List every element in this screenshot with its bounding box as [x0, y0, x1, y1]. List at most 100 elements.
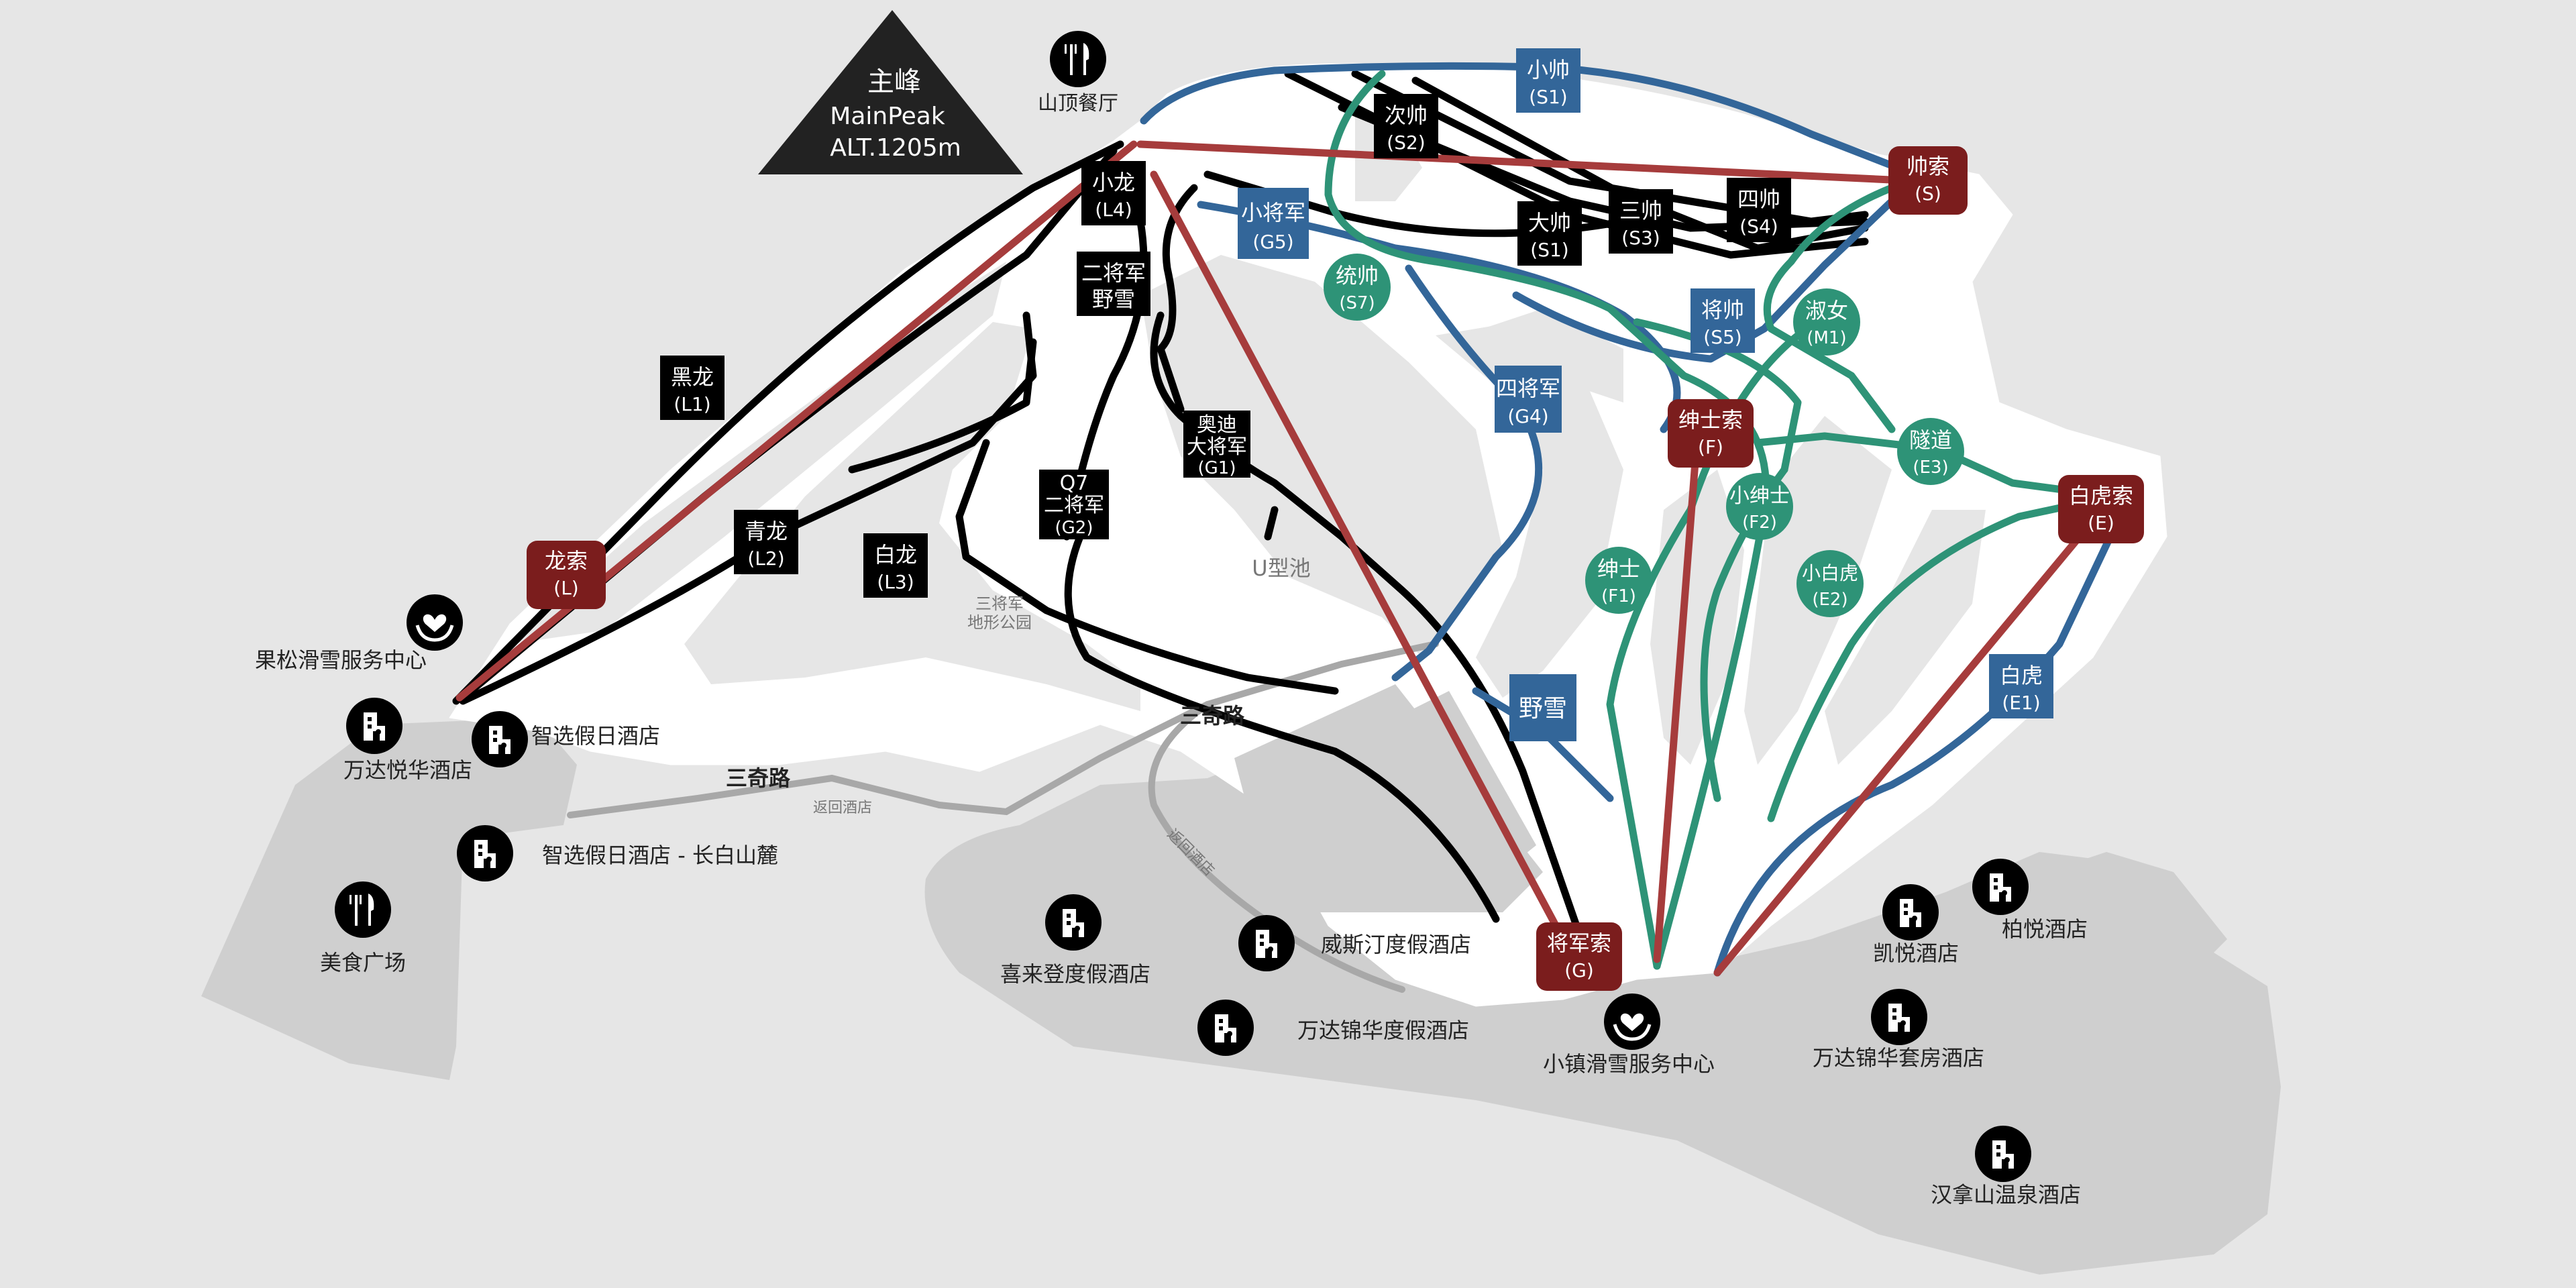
trail-label-aodi[interactable]: 奥迪 大将军 (G1) — [1183, 411, 1250, 478]
poi-hotel-wanda-yuehua[interactable]: 万达悦华酒店 — [343, 757, 472, 783]
svg-text:大帅: 大帅 — [1528, 210, 1571, 235]
svg-text:(S1): (S1) — [1529, 86, 1567, 108]
lift-label-long[interactable]: 龙索 (L) — [527, 541, 606, 609]
svg-text:(G1): (G1) — [1198, 458, 1236, 478]
trail-label-dashuai[interactable]: 大帅 (S1) — [1517, 201, 1582, 266]
lift-label-shuai[interactable]: 帅索 (S) — [1888, 146, 1968, 215]
lift-lines — [455, 140, 2084, 977]
svg-text:(F2): (F2) — [1742, 513, 1777, 533]
poi-service-guosong[interactable]: 果松滑雪服务中心 — [255, 647, 427, 673]
svg-text:(E2): (E2) — [1812, 590, 1847, 610]
svg-text:野雪: 野雪 — [1092, 286, 1135, 312]
road-label-sanqi-2: 三奇路 — [1180, 703, 1245, 729]
trail-label-xiaolong[interactable]: 小龙 (L4) — [1081, 161, 1146, 225]
svg-text:绅士: 绅士 — [1597, 556, 1640, 582]
svg-text:(S7): (S7) — [1339, 293, 1375, 313]
svg-text:次帅: 次帅 — [1385, 103, 1428, 128]
svg-text:帅索: 帅索 — [1907, 154, 1949, 179]
restaurant-icon — [335, 881, 391, 938]
black-trails — [452, 70, 1869, 930]
trail-label-tongshuai[interactable]: 统帅 (S7) — [1324, 254, 1391, 321]
black-trail-labels[interactable]: 次帅 (S2) 大帅 (S1) 三帅 (S3) 四帅 (S4) 小龙 (L4) … — [660, 94, 1791, 598]
trail-label-yexue[interactable]: 野雪 — [1509, 674, 1576, 741]
peak-name-en: MainPeak — [830, 103, 945, 130]
poi-service-town[interactable]: 小镇滑雪服务中心 — [1543, 1051, 1715, 1077]
terrain-shading — [510, 107, 1986, 912]
restaurant-icon — [1050, 31, 1106, 87]
svg-text:白龙: 白龙 — [874, 542, 917, 568]
trail-label-sanshuai[interactable]: 三帅 (S3) — [1609, 189, 1673, 254]
poi-hotel-westin[interactable]: 威斯汀度假酒店 — [1321, 932, 1471, 957]
lift-labels[interactable]: 帅索 (S) 绅士索 (F) 白虎索 (E) 龙索 (L) 将军索 (G) — [527, 146, 2144, 991]
svg-text:三帅: 三帅 — [1619, 198, 1662, 223]
trail-label-sijiangjun[interactable]: 四将军 (G4) — [1495, 366, 1562, 433]
trail-label-heilong[interactable]: 黑龙 (L1) — [660, 356, 724, 420]
trail-label-xiaojiangjun[interactable]: 小将军 (G5) — [1238, 188, 1309, 259]
svg-text:(M1): (M1) — [1807, 328, 1846, 348]
lift-label-jiangjun[interactable]: 将军索 (G) — [1536, 922, 1622, 991]
trail-label-q7[interactable]: Q7 二将军 (G2) — [1039, 470, 1109, 539]
poi-hotel-hyatt[interactable]: 凯悦酒店 — [1873, 941, 1959, 966]
trail-label-baihu[interactable]: 白虎 (E1) — [1989, 654, 2053, 718]
road-label-sanqi: 三奇路 — [726, 765, 791, 791]
green-trail-labels[interactable]: 统帅 (S7) 淑女 (M1) 隧道 (E3) 小绅士 (F2) 绅士 (F1)… — [1324, 254, 1964, 617]
lift-label-shenshi[interactable]: 绅士索 (F) — [1668, 399, 1754, 468]
svg-text:白虎: 白虎 — [2000, 663, 2043, 688]
hotel-icon — [1197, 1000, 1254, 1056]
trail-label-xiaoshenshi[interactable]: 小绅士 (F2) — [1726, 473, 1793, 540]
poi-hotel-hanna[interactable]: 汉拿山温泉酒店 — [1931, 1182, 2081, 1208]
svg-text:二将军: 二将军 — [1044, 494, 1104, 517]
hotel-icon — [457, 825, 513, 881]
svg-text:(G4): (G4) — [1507, 405, 1548, 427]
place-labels[interactable]: 山顶餐厅 果松滑雪服务中心 万达悦华酒店 智选假日酒店 智选假日酒店 - 长白山… — [255, 92, 2088, 1208]
poi-hotel-wanda-jinhua[interactable]: 万达锦华度假酒店 — [1297, 1018, 1469, 1043]
main-peak: 主峰 MainPeak ALT.1205m — [758, 10, 1023, 174]
trail-label-sishuai[interactable]: 四帅 (S4) — [1727, 178, 1791, 242]
svg-text:隧道: 隧道 — [1909, 427, 1952, 453]
poi-hotel-zhixuan-changbai[interactable]: 智选假日酒店 - 长白山麓 — [542, 843, 778, 868]
hotel-icon — [472, 711, 528, 767]
service-center-icon — [407, 594, 463, 651]
svg-text:白虎索: 白虎索 — [2069, 483, 2133, 508]
svg-text:四将军: 四将军 — [1496, 376, 1560, 401]
trail-label-shunv[interactable]: 淑女 (M1) — [1793, 288, 1860, 356]
trail-label-bailong[interactable]: 白龙 (L3) — [863, 533, 928, 598]
svg-text:(S3): (S3) — [1621, 227, 1660, 249]
poi-restaurant-top[interactable]: 山顶餐厅 — [1038, 92, 1118, 115]
trail-label-jiangshuai[interactable]: 将帅 (S5) — [1690, 288, 1755, 353]
svg-text:(F): (F) — [1698, 436, 1723, 458]
poi-food-court[interactable]: 美食广场 — [320, 950, 406, 975]
hotel-icon — [1871, 989, 1927, 1045]
poi-hotel-wanda-suite[interactable]: 万达锦华套房酒店 — [1813, 1045, 1984, 1071]
svg-text:小白虎: 小白虎 — [1802, 562, 1858, 584]
svg-text:将军索: 将军索 — [1547, 930, 1611, 956]
poi-hotel-park-hyatt[interactable]: 柏悦酒店 — [2002, 916, 2088, 942]
trail-label-cishuai[interactable]: 次帅 (S2) — [1374, 94, 1438, 158]
peak-name: 主峰 — [867, 66, 921, 97]
svg-text:(G2): (G2) — [1055, 518, 1093, 538]
trail-label-xiaoshuai[interactable]: 小帅 (S1) — [1516, 48, 1580, 113]
svg-text:小绅士: 小绅士 — [1729, 484, 1790, 508]
svg-text:小将军: 小将军 — [1241, 200, 1305, 225]
svg-text:黑龙: 黑龙 — [671, 364, 714, 390]
poi-hotel-zhixuan[interactable]: 智选假日酒店 — [531, 723, 660, 749]
trail-label-suidao[interactable]: 隧道 (E3) — [1897, 418, 1964, 485]
peak-altitude: ALT.1205m — [830, 134, 961, 162]
svg-text:(F1): (F1) — [1601, 586, 1636, 606]
road-label-return: 返回酒店 — [813, 800, 872, 816]
svg-text:(G): (G) — [1564, 959, 1594, 981]
trail-label-shenshi[interactable]: 绅士 (F1) — [1585, 547, 1652, 614]
svg-text:将帅: 将帅 — [1701, 297, 1744, 323]
svg-text:(S1): (S1) — [1530, 239, 1568, 261]
trail-label-qinglong[interactable]: 青龙 (L2) — [734, 510, 798, 574]
svg-text:(E3): (E3) — [1913, 458, 1948, 478]
poi-hotel-sheraton[interactable]: 喜来登度假酒店 — [1000, 961, 1150, 987]
svg-text:野雪: 野雪 — [1519, 695, 1567, 722]
blue-trail-labels[interactable]: 小帅 (S1) 小将军 (G5) 将帅 (S5) 四将军 (G4) 野雪 白虎 … — [1238, 48, 2053, 741]
trail-label-erjiangjun-yexue[interactable]: 二将军 野雪 — [1077, 252, 1150, 316]
trail-label-xiaobaihu[interactable]: 小白虎 (E2) — [1796, 550, 1864, 617]
svg-text:淑女: 淑女 — [1805, 298, 1848, 323]
lift-label-baihu[interactable]: 白虎索 (E) — [2058, 475, 2144, 543]
halfpipe-label: U型池 — [1252, 555, 1310, 581]
